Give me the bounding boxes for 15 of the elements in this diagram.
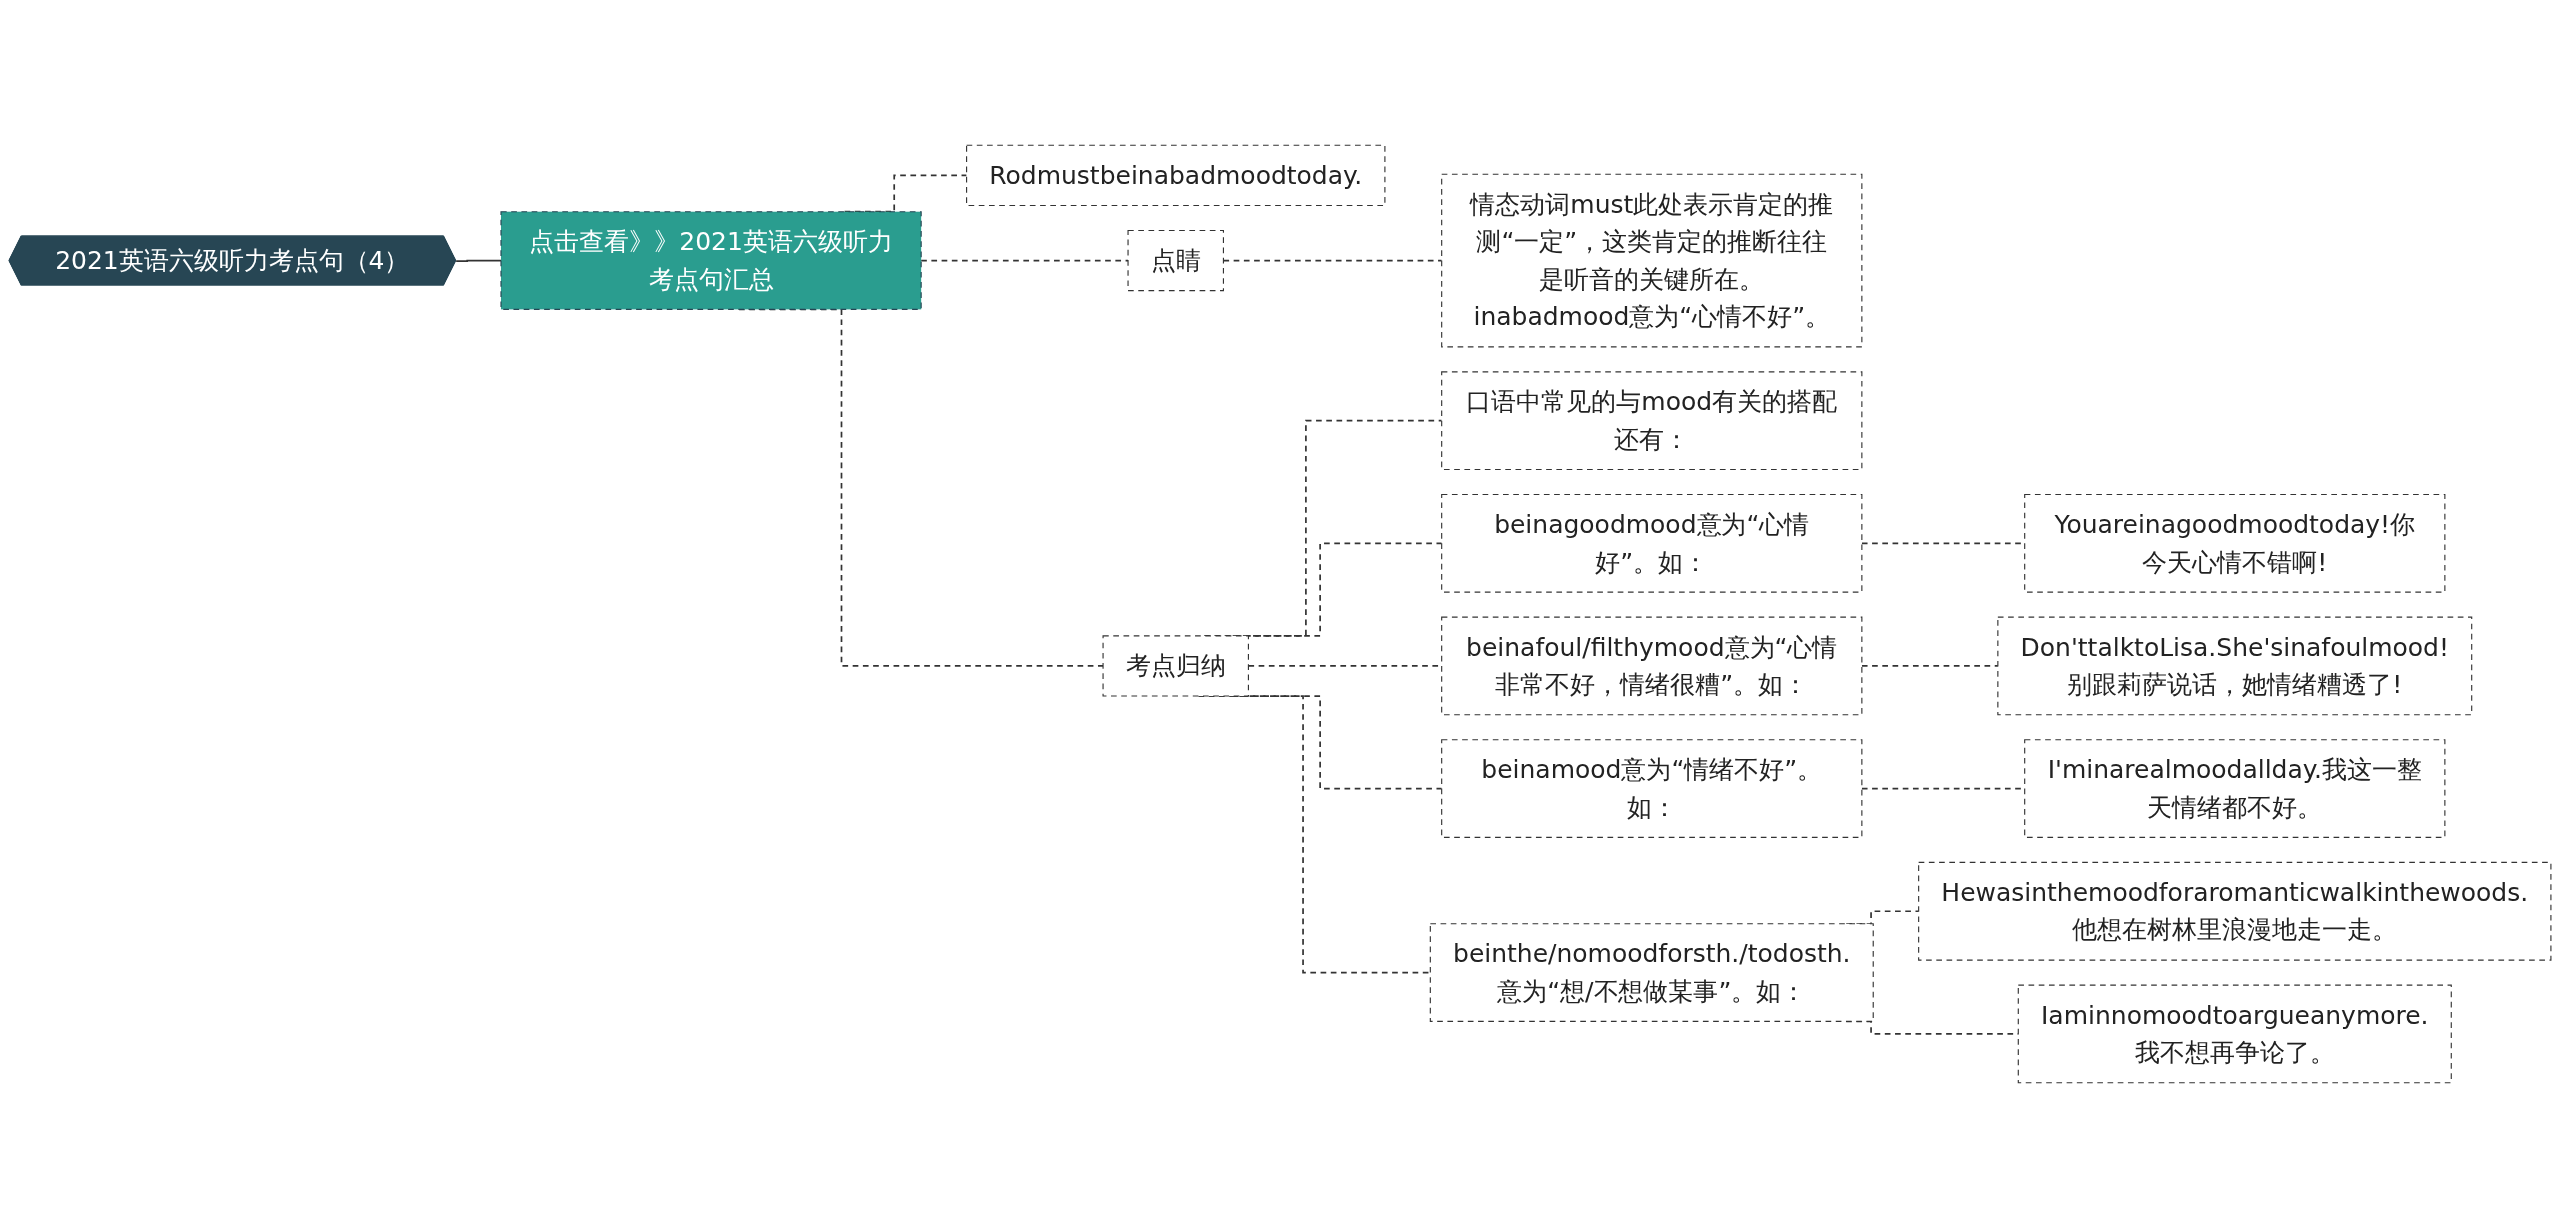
node-box: Rodmustbeinabadmoodtoday. [966,144,1386,207]
node-box: 考点归纳 [1102,635,1249,697]
node-box: Don'ttalktoLisa.She'sinafoulmood!别跟莉萨说话，她情绪糟透了! [1997,616,2473,716]
node-box: 点睛 [1127,229,1224,292]
node-box: 点击查看》》2021英语六级听力考点句汇总 [500,211,922,310]
node-box: Youareinagoodmoodtoday!你今天心情不错啊! [2024,493,2446,593]
node-box: beinagoodmood意为“心情好”。如： [1441,493,1863,593]
node-box: beinafoul/filthymood意为“心情非常不好，情绪很糟”。如： [1441,616,1863,716]
node-box: beinthe/nomoodforsth./todosth.意为“想/不想做某事”。如： [1429,923,1874,1022]
node-box: 口语中常见的与mood有关的搭配还有： [1441,371,1863,471]
node-box: Hewasinthemoodforaromanticwalkinthewoods.他想在树林里浪漫地走一走。 [1918,861,2552,961]
node-box: Iaminnomoodtoargueanymore.我不想再争论了。 [2017,984,2452,1084]
node-box: I'minarealmoodallday.我这一整天情绪都不好。 [2024,739,2446,838]
node-box: beinamood意为“情绪不好”。如： [1441,739,1863,838]
node-box: 情态动词must此处表示肯定的推测“一定”，这类肯定的推断往往是听音的关键所在。inabadmood意为“心情不好”。 [1441,173,1863,348]
